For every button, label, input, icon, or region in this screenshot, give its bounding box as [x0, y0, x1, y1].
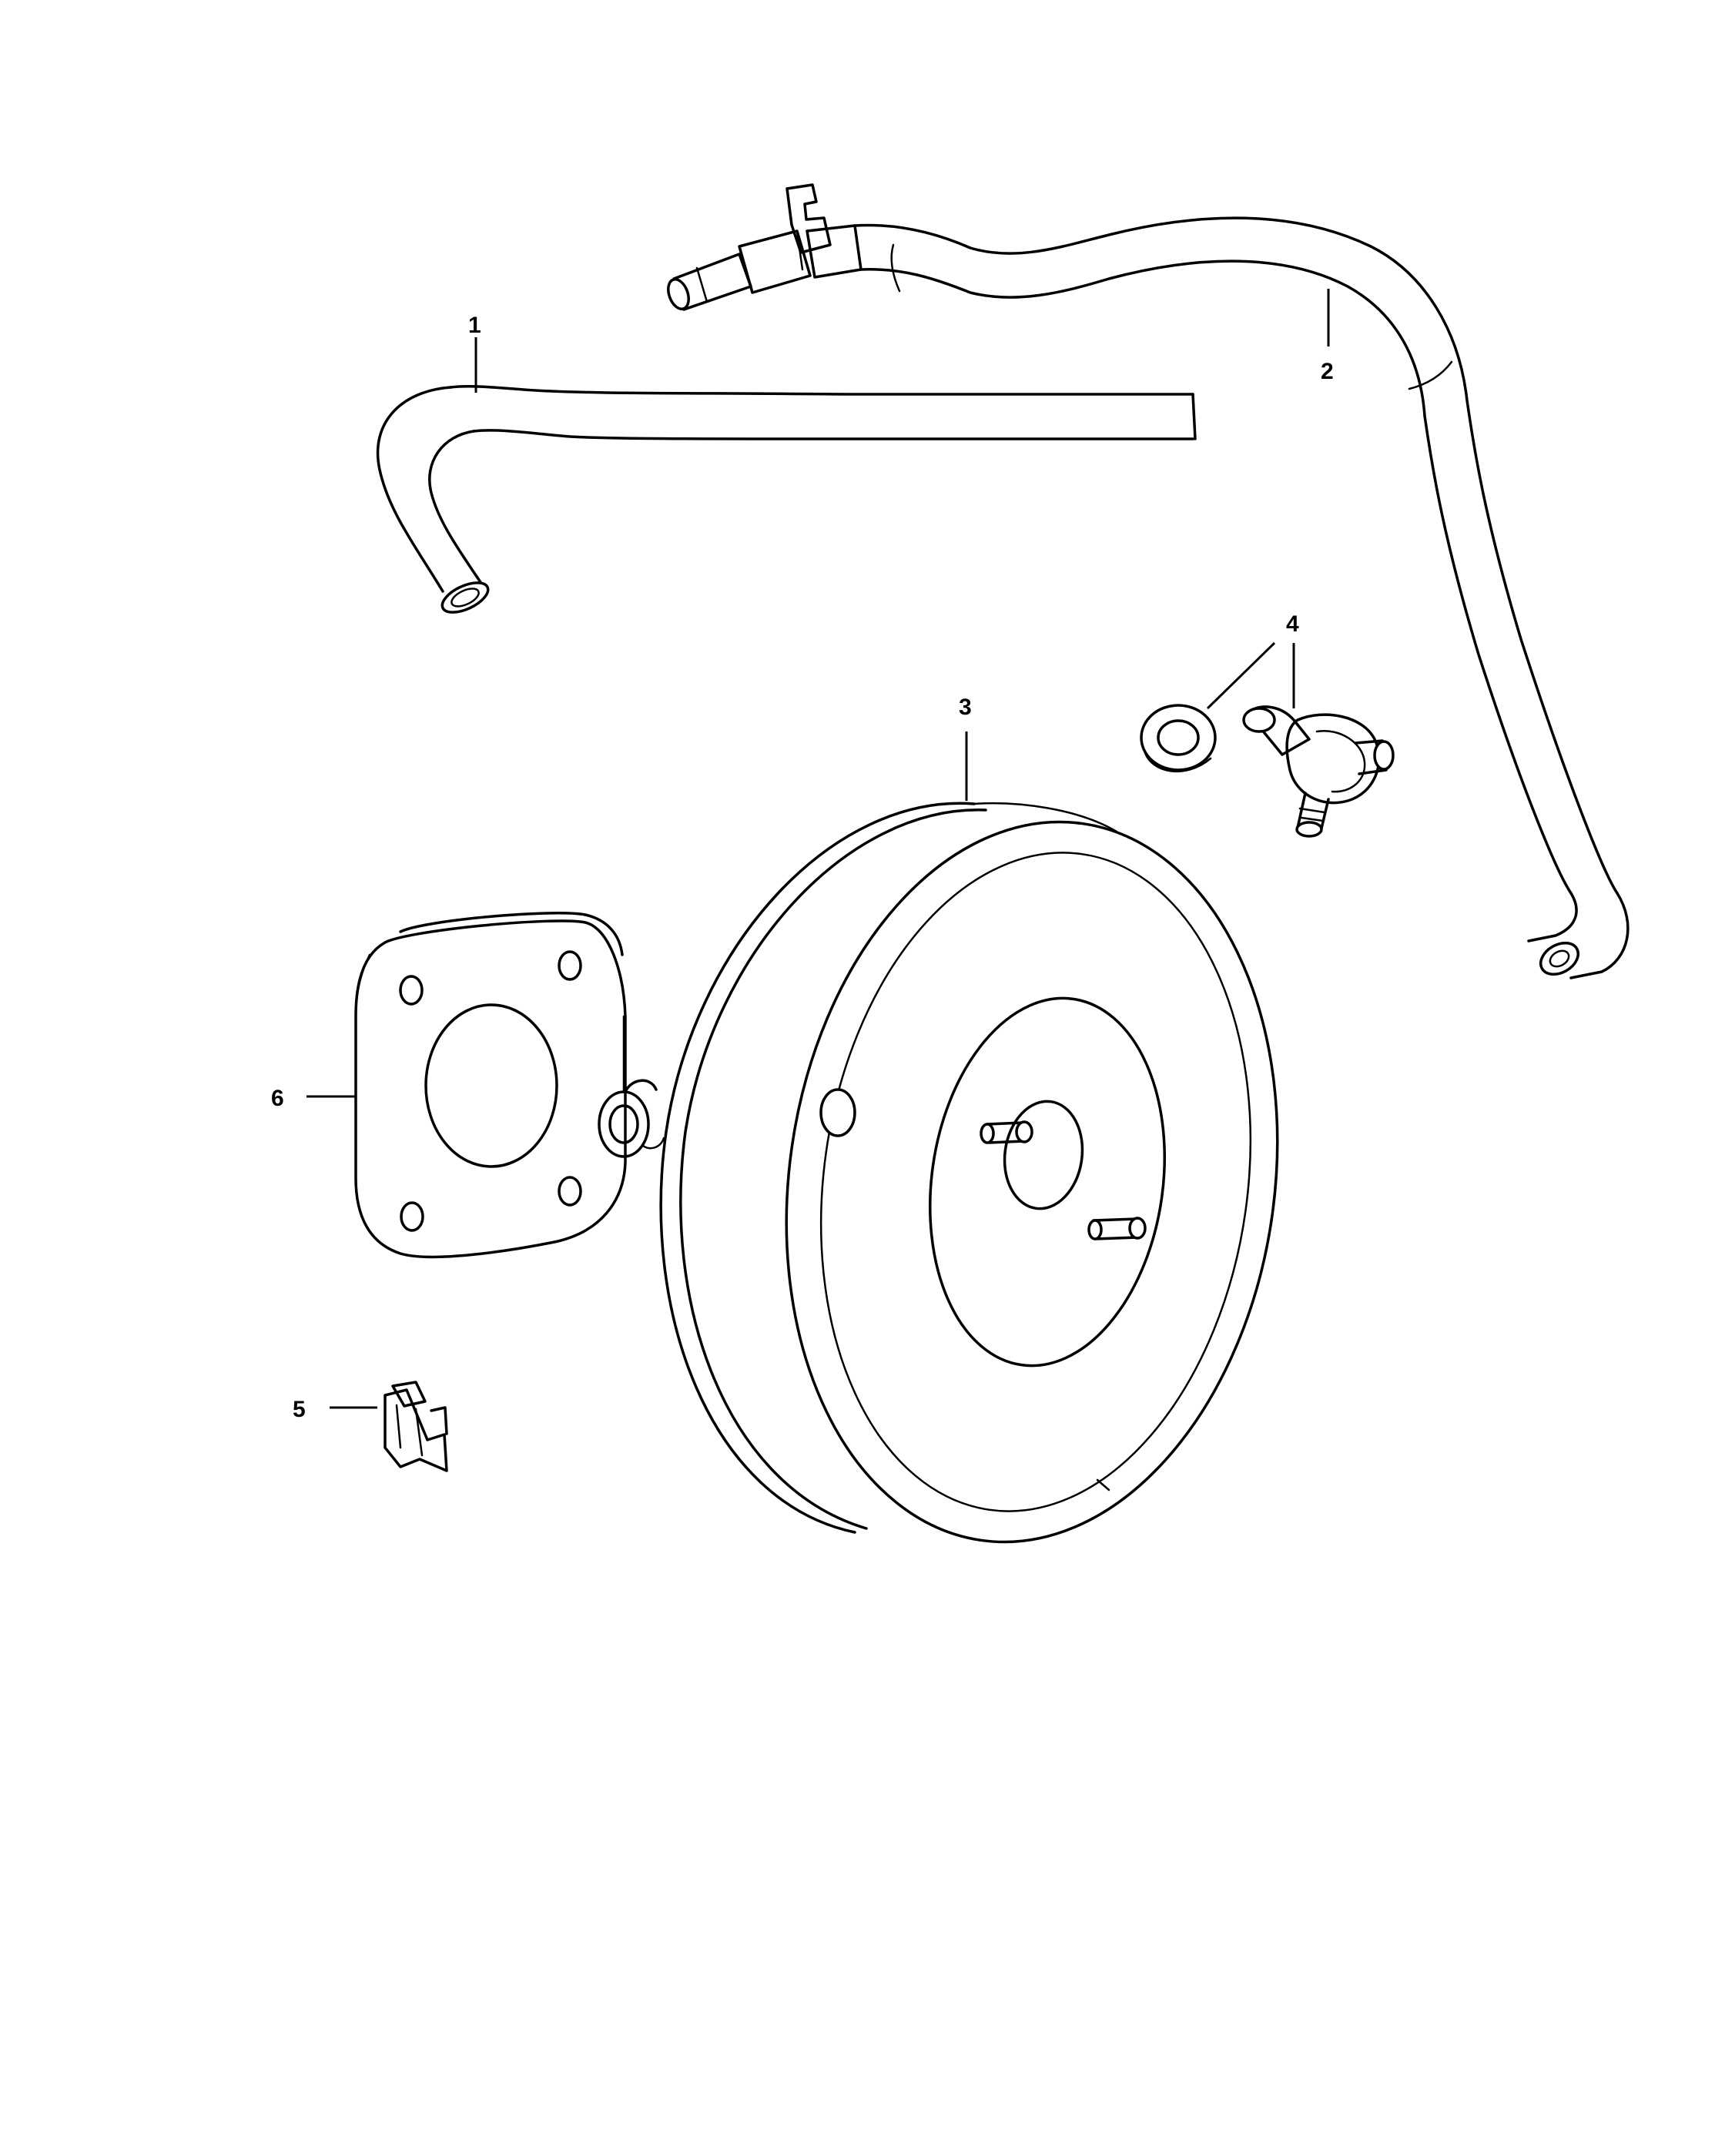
callout-4: 4: [1286, 611, 1299, 637]
booster-grommet: [598, 1015, 665, 1158]
vacuum-hose-part-2[interactable]: [665, 183, 1630, 981]
clip-part-5[interactable]: [384, 1381, 448, 1472]
callout-1: 1: [468, 313, 481, 338]
booster-stud-lower: [1087, 1217, 1147, 1240]
callout-3: 3: [959, 695, 972, 720]
gasket-part-6[interactable]: [354, 912, 627, 1259]
vacuum-hose-part-1[interactable]: [376, 385, 1197, 618]
callouts: 1 2 3 4 5 6: [271, 313, 1334, 1422]
booster-stud-upper: [980, 1120, 1033, 1144]
callout-5: 5: [293, 1397, 306, 1422]
check-valve-part-4[interactable]: [1140, 704, 1395, 838]
callout-6: 6: [271, 1086, 284, 1111]
leader-lines: [306, 289, 1330, 1409]
callout-2: 2: [1321, 359, 1334, 384]
brake-booster-part-3[interactable]: [659, 790, 1322, 1575]
